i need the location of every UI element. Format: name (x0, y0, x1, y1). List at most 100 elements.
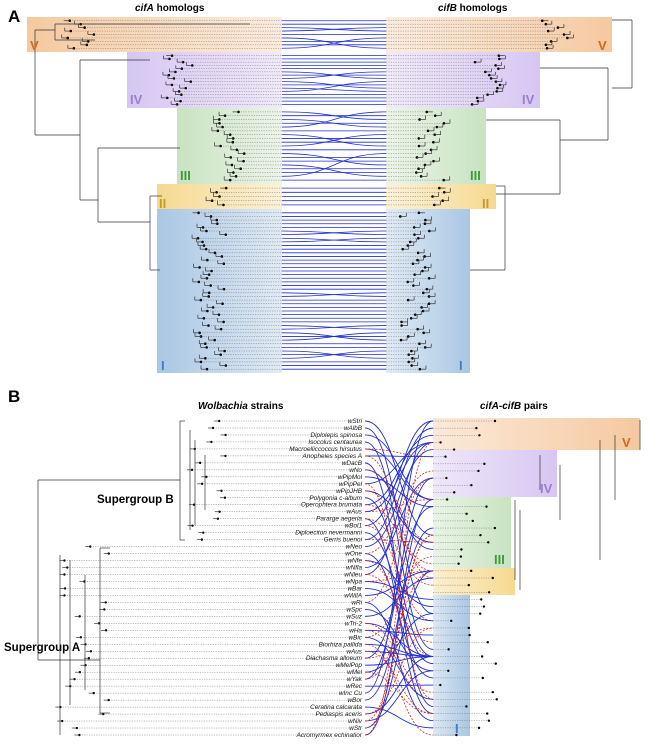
pair-link-solid (364, 420, 434, 694)
pair-tip-dot (493, 419, 497, 423)
clade-label-b-i: I (455, 721, 459, 736)
strain-label: wNleu (344, 572, 362, 579)
strain-tip-dot (78, 671, 82, 674)
tanglegram-link (281, 87, 387, 92)
pair-link-solid (364, 706, 434, 729)
strain-label: wWilA (344, 592, 362, 599)
pair-link-solid (364, 427, 434, 615)
pair-link-dashed (364, 574, 434, 643)
strain-tip-dot (104, 629, 108, 632)
strain-label: wAus (346, 509, 362, 516)
panel-a-clade-boxes (27, 17, 612, 373)
pair-link-solid (364, 420, 434, 536)
pair-link-solid (364, 434, 434, 506)
strain-label: Anopheles species A (302, 453, 362, 460)
pair-link-solid (364, 670, 434, 722)
strain-label: Pediaspis aceris (315, 711, 362, 718)
pair-link-dashed (364, 477, 434, 603)
strain-label: Polygonia c-album (309, 495, 362, 502)
pair-link-solid (364, 441, 434, 575)
strain-label: wNo (349, 467, 362, 474)
pair-link-dashed (364, 622, 434, 693)
strain-label: wRi (351, 599, 362, 606)
clade-box-b-iii (433, 497, 511, 568)
pair-tip-dot (453, 491, 456, 494)
strain-label: wPipMol (338, 474, 363, 481)
strain-tip-dot (89, 545, 92, 548)
pair-link-dashed (364, 556, 434, 638)
supergroup-b-label: Supergroup B (97, 494, 174, 506)
pair-tip-dot (480, 655, 484, 658)
pair-link-solid (364, 427, 434, 541)
strain-label: Diplolepis spinosa (310, 432, 362, 439)
panel-a-right-header: cifB homologs (438, 3, 508, 14)
pair-tip-dot (495, 698, 498, 701)
strain-tip-dot (75, 726, 78, 730)
pair-link-solid (364, 527, 434, 701)
strain-label: Biorhiza pallida (319, 641, 363, 648)
pair-link-solid (364, 588, 434, 622)
panel-a-letter: A (8, 7, 20, 26)
pair-tip-dot (465, 705, 468, 708)
pair-tip-dot (486, 641, 489, 644)
panel-b-clade-boxes (433, 418, 640, 736)
strain-label: wPipJHB (336, 488, 363, 495)
strain-label: Diploeciton nevermanni (295, 530, 362, 537)
clade-label-b-iii: III (494, 552, 505, 567)
clade-box-iii-right (386, 108, 486, 184)
clade-box-iv-left (127, 52, 282, 108)
clade-box-b-i (433, 595, 470, 736)
pair-tip-dot (455, 733, 458, 737)
tanglegram-link (281, 81, 387, 92)
strain-label: wAlbB (344, 425, 363, 432)
strain-label: wOne (345, 551, 362, 558)
pair-link-solid (364, 434, 434, 500)
pair-link-solid (364, 656, 434, 715)
tanglegram-link (281, 134, 387, 147)
pair-link-dashed (364, 499, 434, 513)
clade-label-iii-left: III (180, 168, 191, 183)
strain-label: wBar (347, 585, 362, 592)
pair-tip-dot (471, 519, 474, 523)
strain-label: wNiv (348, 718, 363, 725)
strain-label: Pararge aegeria (316, 516, 362, 523)
strain-label: wInc Cu (339, 690, 363, 697)
strain-label: Diachasma alloeum (306, 655, 363, 662)
strain-label: wNfe (347, 558, 362, 565)
strain-label: wHa (349, 627, 362, 634)
strain-label: wBic (349, 634, 363, 641)
pair-link-dashed (364, 534, 434, 729)
pair-tip-dot (468, 633, 471, 637)
strain-label: wDacB (342, 460, 363, 467)
clade-box-b-iv (433, 450, 557, 497)
pair-tip-dot (452, 448, 456, 451)
clade-label-b-v: V (622, 435, 631, 450)
pair-tip-dot (439, 441, 442, 444)
pair-tip-dot (493, 526, 497, 530)
pair-link-dashed (364, 504, 434, 565)
strain-label: wNfla (346, 565, 362, 572)
pair-link-dashed (364, 627, 434, 715)
pair-link-solid (364, 656, 434, 666)
strain-tip-dot (73, 677, 76, 681)
pair-link-solid (364, 499, 434, 736)
supergroup-a-label: Supergroup A (4, 642, 80, 654)
tanglegram-link (281, 37, 387, 49)
strain-label: Macroelliccoccus hirsutus (289, 446, 363, 453)
pair-tip-dot (467, 583, 471, 587)
strain-label: wSuz (346, 613, 362, 620)
clade-label-ii-right: II (482, 196, 489, 211)
pair-tip-dot (447, 669, 450, 672)
clade-label-v-left: V (30, 38, 39, 53)
pair-tip-dot (460, 548, 463, 551)
strain-label: Gerris buenoi (324, 537, 363, 544)
pair-tip-dot (479, 612, 482, 615)
strain-label: wNpa (346, 578, 363, 585)
panel-a-left-header: cifA homologs (135, 3, 205, 14)
pair-tip-dot (475, 426, 478, 430)
tanglegram-link (281, 237, 387, 243)
strain-label: wRec (346, 683, 363, 690)
